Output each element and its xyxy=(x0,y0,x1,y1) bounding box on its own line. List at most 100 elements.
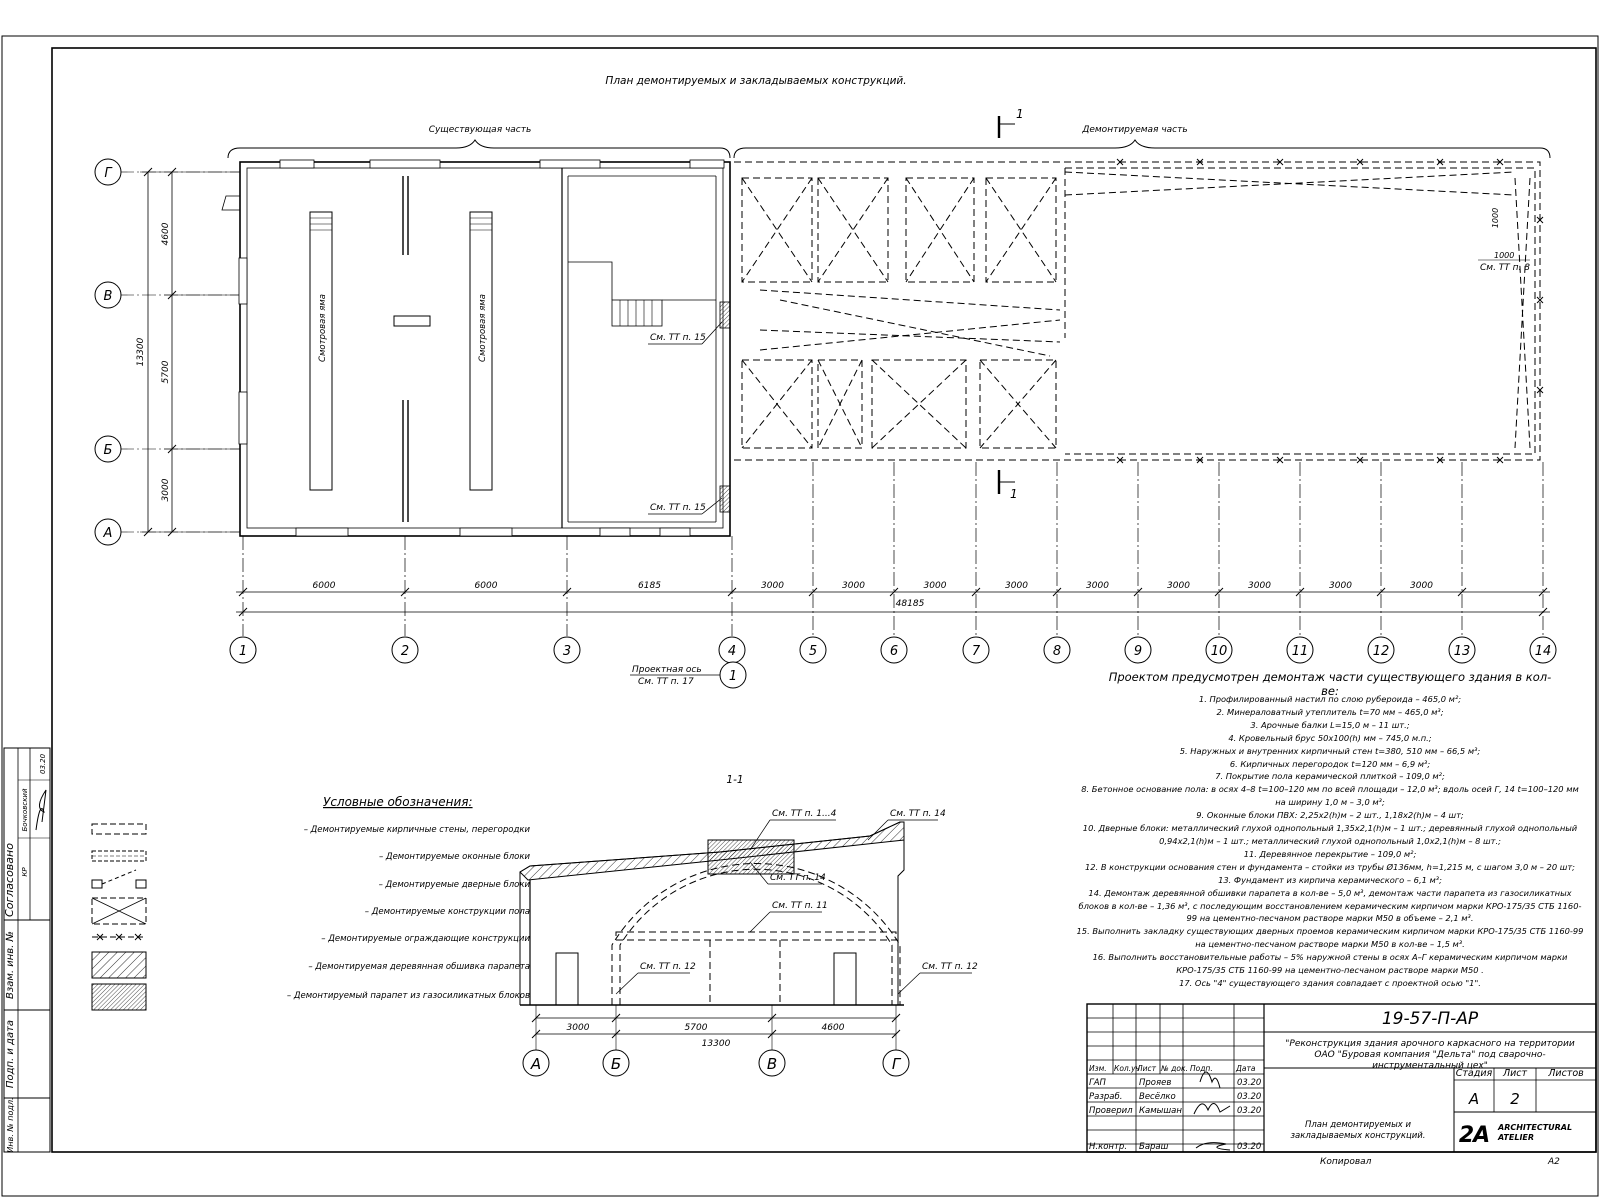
axis-number-balloon xyxy=(391,636,419,664)
notes-title: Проектом предусмотрен демонтаж части сущ… xyxy=(1108,670,1552,698)
plan-title: План демонтируемых и закладываемых конст… xyxy=(605,75,906,87)
legend-item-label: – Демонтируемые конструкции пола xyxy=(365,907,530,917)
svg-text:1: 1 xyxy=(1010,487,1018,501)
original-inv-label: Инв. № подл. xyxy=(6,1097,15,1152)
section-dim-total: 13300 xyxy=(702,1039,731,1049)
legend-item-label: – Демонтируемый парапет из газосиликатны… xyxy=(287,991,530,1001)
format-label: A2 xyxy=(1547,1157,1560,1167)
inspection-pit-label-2: Смотровая яма xyxy=(478,294,488,362)
dim-horizontal: 3000 xyxy=(1410,581,1433,591)
note-item: 16. Выполнить восстановительные работы –… xyxy=(1092,952,1568,976)
section-axis-balloon xyxy=(882,1049,910,1077)
outer-border xyxy=(1,35,1599,1197)
axis-letter-label: Г xyxy=(104,166,113,181)
stamp-header: Подп. xyxy=(1190,1064,1213,1073)
legend-item-label: – Демонтируемые дверные блоки xyxy=(379,880,531,890)
ref-tt14-a: См. ТТ п. 14 xyxy=(890,809,946,819)
stamp-header: № док. xyxy=(1160,1064,1188,1073)
ref-tt12-a: См. ТТ п. 12 xyxy=(640,962,696,972)
note-item: 1. Профилированный настил по слою руберо… xyxy=(1198,694,1462,704)
ref-tt11: См. ТТ п. 11 xyxy=(772,901,828,911)
dim-total-horizontal: 48185 xyxy=(896,599,925,609)
dim-horizontal: 3000 xyxy=(1248,581,1271,591)
note-item: 6. Кирпичных перегородок t=120 мм – 6,9 … xyxy=(1229,758,1431,769)
plan-references: См. ТТ п. 15 См. ТТ п. 15 1000 1000 См. … xyxy=(648,208,1530,515)
dim-horizontal: 3000 xyxy=(1005,581,1028,591)
section-axis-balloon xyxy=(758,1049,786,1077)
svg-text:См. ТТ п. 17: См. ТТ п. 17 xyxy=(638,677,694,687)
approval-signature xyxy=(35,789,47,831)
axis-number-label: 14 xyxy=(1535,644,1552,659)
note-item: 12. В конструкции основания стен и фунда… xyxy=(1085,861,1575,872)
section-dim-5700: 5700 xyxy=(685,1023,708,1033)
ref-tt15-b: См. ТТ п. 15 xyxy=(650,503,706,513)
ref-tt12-b: См. ТТ п. 12 xyxy=(922,962,978,972)
note-item: 14. Демонтаж деревянной обшивки парапета… xyxy=(1078,887,1582,924)
section-axis-balloon xyxy=(522,1049,550,1077)
legend-item-label: – Демонтируемая деревянная обшивка парап… xyxy=(308,962,530,972)
legend-item-label: – Демонтируемые кирпичные стены, перегор… xyxy=(304,825,531,835)
axis-number-balloon xyxy=(1205,636,1233,664)
axis-number-label: 7 xyxy=(972,644,981,659)
demolished-building xyxy=(734,161,1541,461)
note-item: 7. Покрытие пола керамической плиткой – … xyxy=(1215,771,1445,782)
legend-symbol-floor xyxy=(91,897,147,925)
axis-number-label: 12 xyxy=(1373,644,1390,659)
axis-number-label: 8 xyxy=(1053,644,1061,659)
stamp-header: Дата xyxy=(1235,1064,1256,1073)
approver-name: Бочковский xyxy=(21,788,29,831)
existing-building: Смотровая яма Смотровая яма xyxy=(221,159,731,537)
legend-symbol-walls xyxy=(91,823,147,835)
axis-number-label: 11 xyxy=(1292,644,1309,659)
axis-number-balloon xyxy=(1529,636,1557,664)
axis-number-label: 10 xyxy=(1211,644,1228,659)
dim-horizontal: 6185 xyxy=(638,581,661,591)
axis-number-balloon xyxy=(1448,636,1476,664)
note-item: 17. Ось "4" существующего здания совпада… xyxy=(1179,977,1481,988)
dim-vertical-3000: 3000 xyxy=(161,478,171,501)
inspection-pit-label-1: Смотровая яма xyxy=(318,294,328,362)
axis-number-balloon xyxy=(1124,636,1152,664)
section-1-1: 1-1 См. ТТ п. 1...4 См. ТТ п. 14 См. ТТ … xyxy=(519,774,978,1077)
axis-number-label: 1 xyxy=(239,644,247,659)
signature-nkontr xyxy=(1195,1142,1231,1151)
stamp-name: Камышан xyxy=(1139,1106,1182,1116)
dim-horizontal: 3000 xyxy=(761,581,784,591)
stamp-role: Разраб. xyxy=(1089,1092,1122,1102)
dim-horizontal: 3000 xyxy=(1086,581,1109,591)
stamp-date: 03.20 xyxy=(1237,1092,1261,1102)
demolition-notes: 1. Профилированный настил по слою руберо… xyxy=(1075,693,1585,990)
svg-text:1: 1 xyxy=(1016,107,1024,121)
signature-checker xyxy=(1193,1103,1231,1115)
stamp-name: Бараш xyxy=(1139,1142,1169,1152)
sheet-label: Лист xyxy=(1502,1068,1528,1079)
section-axis-label: В xyxy=(767,1055,777,1073)
legend-symbol-doors xyxy=(101,869,137,885)
left-approval-strip: Согласовано КР Бочковский 03.20 Взам. ин… xyxy=(3,747,51,1153)
ref-tt15-a: См. ТТ п. 15 xyxy=(650,333,706,343)
dim-horizontal: 3000 xyxy=(1329,581,1352,591)
dim-vertical-4600: 4600 xyxy=(161,222,171,245)
axis-number-label: 9 xyxy=(1134,644,1142,659)
axis-number-balloon xyxy=(1367,636,1395,664)
kr-label: КР xyxy=(21,867,29,877)
dim-1000-vertical: 1000 xyxy=(1491,208,1500,228)
section-axis-label: Г xyxy=(892,1055,902,1073)
stamp-role: ГАП xyxy=(1089,1078,1107,1088)
enclosing-structure-marks xyxy=(1116,158,1544,464)
axis-number-balloon xyxy=(880,636,908,664)
axis-letter-balloon xyxy=(94,281,122,309)
section-axis-label: А xyxy=(530,1055,541,1073)
dim-total-vertical: 13300 xyxy=(136,337,146,366)
ref-tt8: См. ТТ п. 8 xyxy=(1480,263,1530,273)
axis-number-balloon xyxy=(553,636,581,664)
svg-text:ARCHITECTURAL: ARCHITECTURAL xyxy=(1497,1123,1572,1132)
svg-text:2A: 2A xyxy=(1459,1123,1489,1148)
svg-text:ATELIER: ATELIER xyxy=(1497,1133,1534,1142)
stamp-header: Кол.уч xyxy=(1114,1064,1141,1073)
note-item: 13. Фундамент из кирпича керамического –… xyxy=(1218,874,1442,885)
dim-horizontal: 3000 xyxy=(924,581,947,591)
legend-symbol-parapet-wood xyxy=(91,951,147,979)
section-dim-3000: 3000 xyxy=(567,1023,590,1033)
